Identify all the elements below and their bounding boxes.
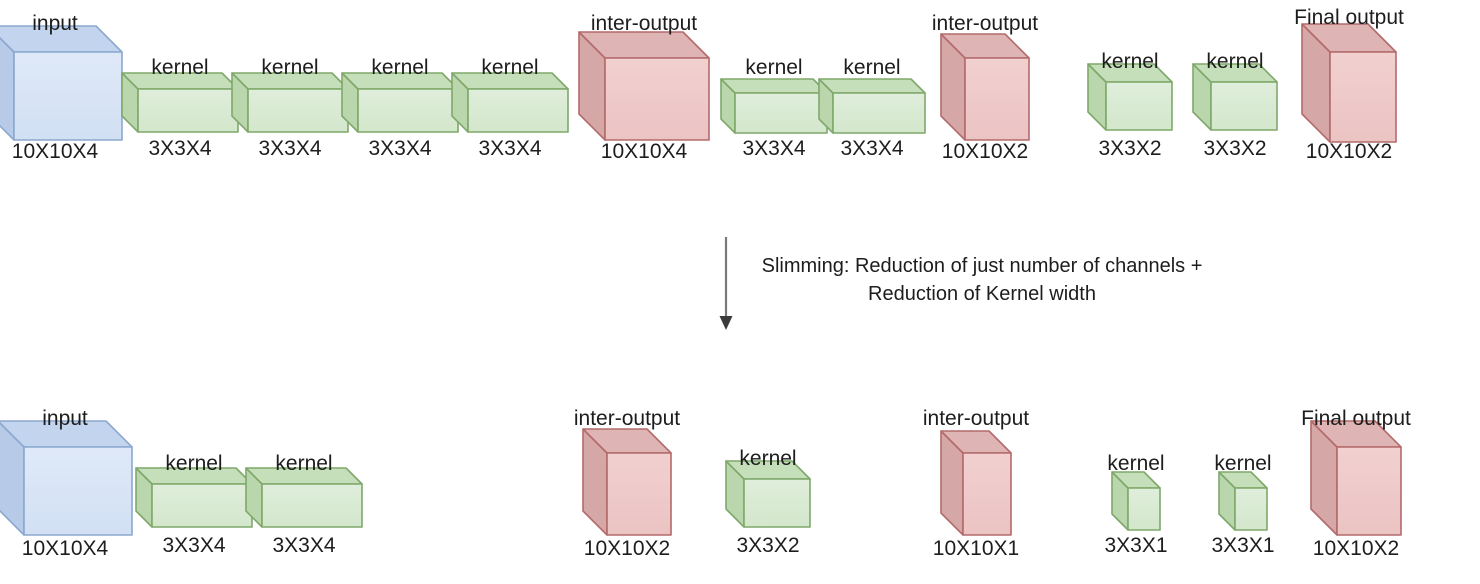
slimmed-network-final-output-dim: 10X10X2 [1312, 537, 1400, 560]
kernel-4-box [1111, 471, 1161, 531]
original-network-input-cube-dim: 10X10X4 [11, 140, 99, 163]
original-network-input-cube-label: input [32, 12, 78, 35]
original-network-final-output-label: Final output [1294, 6, 1404, 29]
original-network-inter-output-1-dim: 10X10X4 [600, 140, 688, 163]
kernel-3-box [341, 72, 459, 133]
original-network-kernel-4-dim: 3X3X4 [478, 137, 542, 160]
slimmed-network-kernel-2-label: kernel [275, 452, 333, 475]
original-network-kernel-8-label: kernel [1206, 50, 1264, 73]
slimmed-network-kernel-4-label: kernel [1107, 452, 1165, 475]
original-network-kernel-7-dim: 3X3X2 [1098, 137, 1162, 160]
final-output-box [1301, 23, 1397, 143]
kernel-5-box [720, 78, 828, 134]
original-network-kernel-8-dim: 3X3X2 [1203, 137, 1267, 160]
slimming-arrow [719, 237, 733, 330]
inter-output-2-box [940, 430, 1012, 536]
slimmed-network-input-cube-label: input [42, 407, 88, 430]
slimmed-network-kernel-5-label: kernel [1214, 452, 1272, 475]
slimmed-network-kernel-4-dim: 3X3X1 [1104, 534, 1168, 557]
slimmed-network-kernel-1-dim: 3X3X4 [162, 534, 226, 557]
original-network-kernel-1-dim: 3X3X4 [148, 137, 212, 160]
original-network-kernel-2-dim: 3X3X4 [258, 137, 322, 160]
final-output-box [1310, 420, 1402, 536]
slimmed-network-inter-output-1-dim: 10X10X2 [583, 537, 671, 560]
slimmed-network-inter-output-2-label: inter-output [922, 407, 1030, 430]
slimmed-network-inter-output-1-label: inter-output [573, 407, 681, 430]
kernel-2-box [245, 467, 363, 528]
slimming-note: Slimming: Reduction of just number of ch… [762, 252, 1203, 308]
input-cube-box [0, 420, 133, 536]
slimmed-network-kernel-3-dim: 3X3X2 [736, 534, 800, 557]
slimmed-network-final-output-label: Final output [1301, 407, 1411, 430]
kernel-4-box [451, 72, 569, 133]
original-network-kernel-3-label: kernel [371, 56, 429, 79]
kernel-2-box [231, 72, 349, 133]
kernel-5-box [1218, 471, 1268, 531]
original-network-final-output-dim: 10X10X2 [1305, 140, 1393, 163]
inter-output-1-box [578, 31, 710, 141]
kernel-6-box [818, 78, 926, 134]
original-network-kernel-6-dim: 3X3X4 [840, 137, 904, 160]
slimmed-network-kernel-2-dim: 3X3X4 [272, 534, 336, 557]
original-network-kernel-4-label: kernel [481, 56, 539, 79]
original-network-kernel-7-label: kernel [1101, 50, 1159, 73]
slimmed-network-kernel-3-label: kernel [739, 447, 797, 470]
inter-output-1-box [582, 428, 672, 536]
inter-output-2-box [940, 33, 1030, 141]
slimmed-network-kernel-1-label: kernel [165, 452, 223, 475]
original-network-kernel-1-label: kernel [151, 56, 209, 79]
original-network-inter-output-2-dim: 10X10X2 [941, 140, 1029, 163]
original-network-kernel-2-label: kernel [261, 56, 319, 79]
kernel-1-box [135, 467, 253, 528]
kernel-7-box [1087, 63, 1173, 131]
kernel-8-box [1192, 63, 1278, 131]
slimmed-network-inter-output-2-dim: 10X10X1 [932, 537, 1020, 560]
original-network-inter-output-2-label: inter-output [931, 12, 1039, 35]
kernel-3-box [725, 460, 811, 528]
slimming-note-line1: Slimming: Reduction of just number of ch… [761, 255, 1203, 277]
slimmed-network-input-cube-dim: 10X10X4 [21, 537, 109, 560]
original-network-kernel-3-dim: 3X3X4 [368, 137, 432, 160]
original-network-inter-output-1-label: inter-output [590, 12, 698, 35]
original-network-kernel-5-dim: 3X3X4 [742, 137, 806, 160]
slimming-note-line2: Reduction of Kernel width [868, 283, 1096, 305]
original-network-kernel-5-label: kernel [745, 56, 803, 79]
slimmed-network-kernel-5-dim: 3X3X1 [1211, 534, 1275, 557]
input-cube-box [0, 25, 123, 141]
kernel-1-box [121, 72, 239, 133]
original-network-kernel-6-label: kernel [843, 56, 901, 79]
